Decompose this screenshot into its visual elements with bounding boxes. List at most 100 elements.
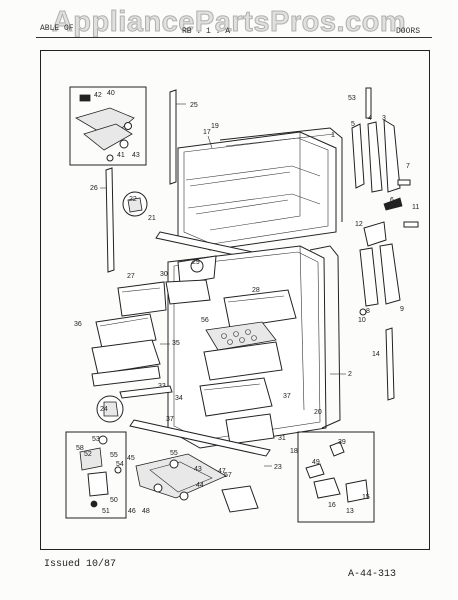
callout-19: 19 xyxy=(211,123,219,130)
part-9-lower-hinge xyxy=(379,243,401,305)
callout-28: 28 xyxy=(252,287,260,294)
callout-2: 2 xyxy=(348,371,352,378)
part-37b-door-shelf-lower xyxy=(199,377,273,417)
callout-42: 42 xyxy=(94,92,102,99)
callout-23: 23 xyxy=(274,464,282,471)
callout-48: 48 xyxy=(142,508,150,515)
callout-20: 20 xyxy=(314,409,322,416)
callout-15: 15 xyxy=(362,494,370,501)
callout-37-left: 37 xyxy=(166,416,174,423)
callout-31: 31 xyxy=(278,435,286,442)
callout-37-lower: 37 xyxy=(283,393,291,400)
callout-54: 54 xyxy=(116,461,124,468)
part-3-hinge xyxy=(383,119,401,193)
callout-41: 41 xyxy=(117,152,125,159)
callout-6: 6 xyxy=(390,197,394,204)
callout-12: 12 xyxy=(355,221,363,228)
callout-29: 29 xyxy=(192,259,200,266)
part-56-egg-tray xyxy=(205,321,277,351)
issued-date: Issued 10/87 xyxy=(44,559,117,570)
callout-55: 55 xyxy=(110,452,118,459)
callout-43: 43 xyxy=(132,152,140,159)
part-5-hinge-bracket xyxy=(351,123,365,189)
callout-34: 34 xyxy=(175,395,183,402)
header-left-text: ABLE OF xyxy=(40,24,74,33)
bottom-hinge-plate xyxy=(135,453,227,501)
part-37-door-shelf-upper xyxy=(203,341,283,381)
lower-hinge-kit-inset xyxy=(65,431,127,519)
hinge-kit-inset xyxy=(69,86,147,166)
callout-10: 10 xyxy=(358,317,366,324)
door-stop-kit-inset xyxy=(297,431,375,523)
header-rule xyxy=(36,37,432,38)
callout-57: 57 xyxy=(224,472,232,479)
part-27-shelf-bin xyxy=(117,281,167,317)
callout-27: 27 xyxy=(127,273,135,280)
freezer-door xyxy=(177,127,343,251)
callout-45: 45 xyxy=(127,455,135,462)
part-12-center-hinge xyxy=(363,221,387,247)
part-24-cam-detail xyxy=(96,395,124,423)
callout-17: 17 xyxy=(203,129,211,136)
callout-5: 5 xyxy=(351,121,355,128)
part-36-door-shelf xyxy=(95,313,157,349)
callout-3: 3 xyxy=(382,115,386,122)
callout-50: 50 xyxy=(110,497,118,504)
callout-30: 30 xyxy=(160,271,168,278)
part-14-vertical-strip xyxy=(385,327,395,401)
callout-1: 1 xyxy=(331,132,335,139)
callout-14: 14 xyxy=(372,351,380,358)
callout-8: 8 xyxy=(366,308,370,315)
callout-56: 56 xyxy=(201,317,209,324)
part-22-bracket-detail xyxy=(122,191,148,217)
diagram-frame xyxy=(40,50,430,550)
part-28-shelf-bin xyxy=(223,289,297,329)
part-31-shelf xyxy=(225,413,275,445)
header-section-text: DOORS xyxy=(396,27,421,36)
callout-9: 9 xyxy=(400,306,404,313)
callout-13: 13 xyxy=(346,508,354,515)
callout-47: 47 xyxy=(218,468,226,475)
callout-21: 21 xyxy=(148,215,156,222)
callout-39: 39 xyxy=(338,439,346,446)
callout-53-top: 53 xyxy=(348,95,356,102)
part-53-top-hinge-pin xyxy=(365,87,372,119)
callout-24: 24 xyxy=(100,406,108,413)
callout-22: 22 xyxy=(129,196,137,203)
part-10-hinge-pin xyxy=(359,308,367,316)
part-8-hinge-bracket xyxy=(359,247,379,307)
callout-18: 18 xyxy=(290,448,298,455)
part-34-trim xyxy=(119,385,173,399)
callout-44: 44 xyxy=(196,482,204,489)
part-4-hinge xyxy=(367,121,383,193)
part-33-shelf-rail xyxy=(91,365,161,387)
callout-46: 46 xyxy=(128,508,136,515)
callout-4: 4 xyxy=(368,115,372,122)
callout-35: 35 xyxy=(172,340,180,347)
part-35-door-shelf xyxy=(91,339,161,375)
callout-51: 51 xyxy=(102,508,110,515)
document-code: A-44-313 xyxy=(348,569,397,580)
callout-7: 7 xyxy=(406,163,410,170)
part-11-spacer xyxy=(403,221,419,228)
part-32-bottom-trim xyxy=(129,419,271,457)
part-29-dairy-door xyxy=(177,255,217,285)
callout-43b: 43 xyxy=(194,466,202,473)
callout-16: 16 xyxy=(328,502,336,509)
callout-40: 40 xyxy=(107,90,115,97)
part-57-hinge-bracket xyxy=(221,485,259,513)
part-25-door-strip xyxy=(169,89,186,185)
callout-26: 26 xyxy=(90,185,98,192)
part-26-gasket-strip xyxy=(100,167,115,273)
callout-52: 52 xyxy=(84,451,92,458)
part-30-dairy-bin xyxy=(165,279,211,305)
part-6-screw xyxy=(383,197,403,211)
callout-58: 58 xyxy=(76,445,84,452)
callout-11: 11 xyxy=(412,204,419,211)
header-model-text: RB . 1 . A xyxy=(182,27,231,36)
callout-36: 36 xyxy=(74,321,82,328)
part-7-shim xyxy=(397,179,411,186)
callout-25: 25 xyxy=(190,102,198,109)
callout-55b: 55 xyxy=(170,450,178,457)
